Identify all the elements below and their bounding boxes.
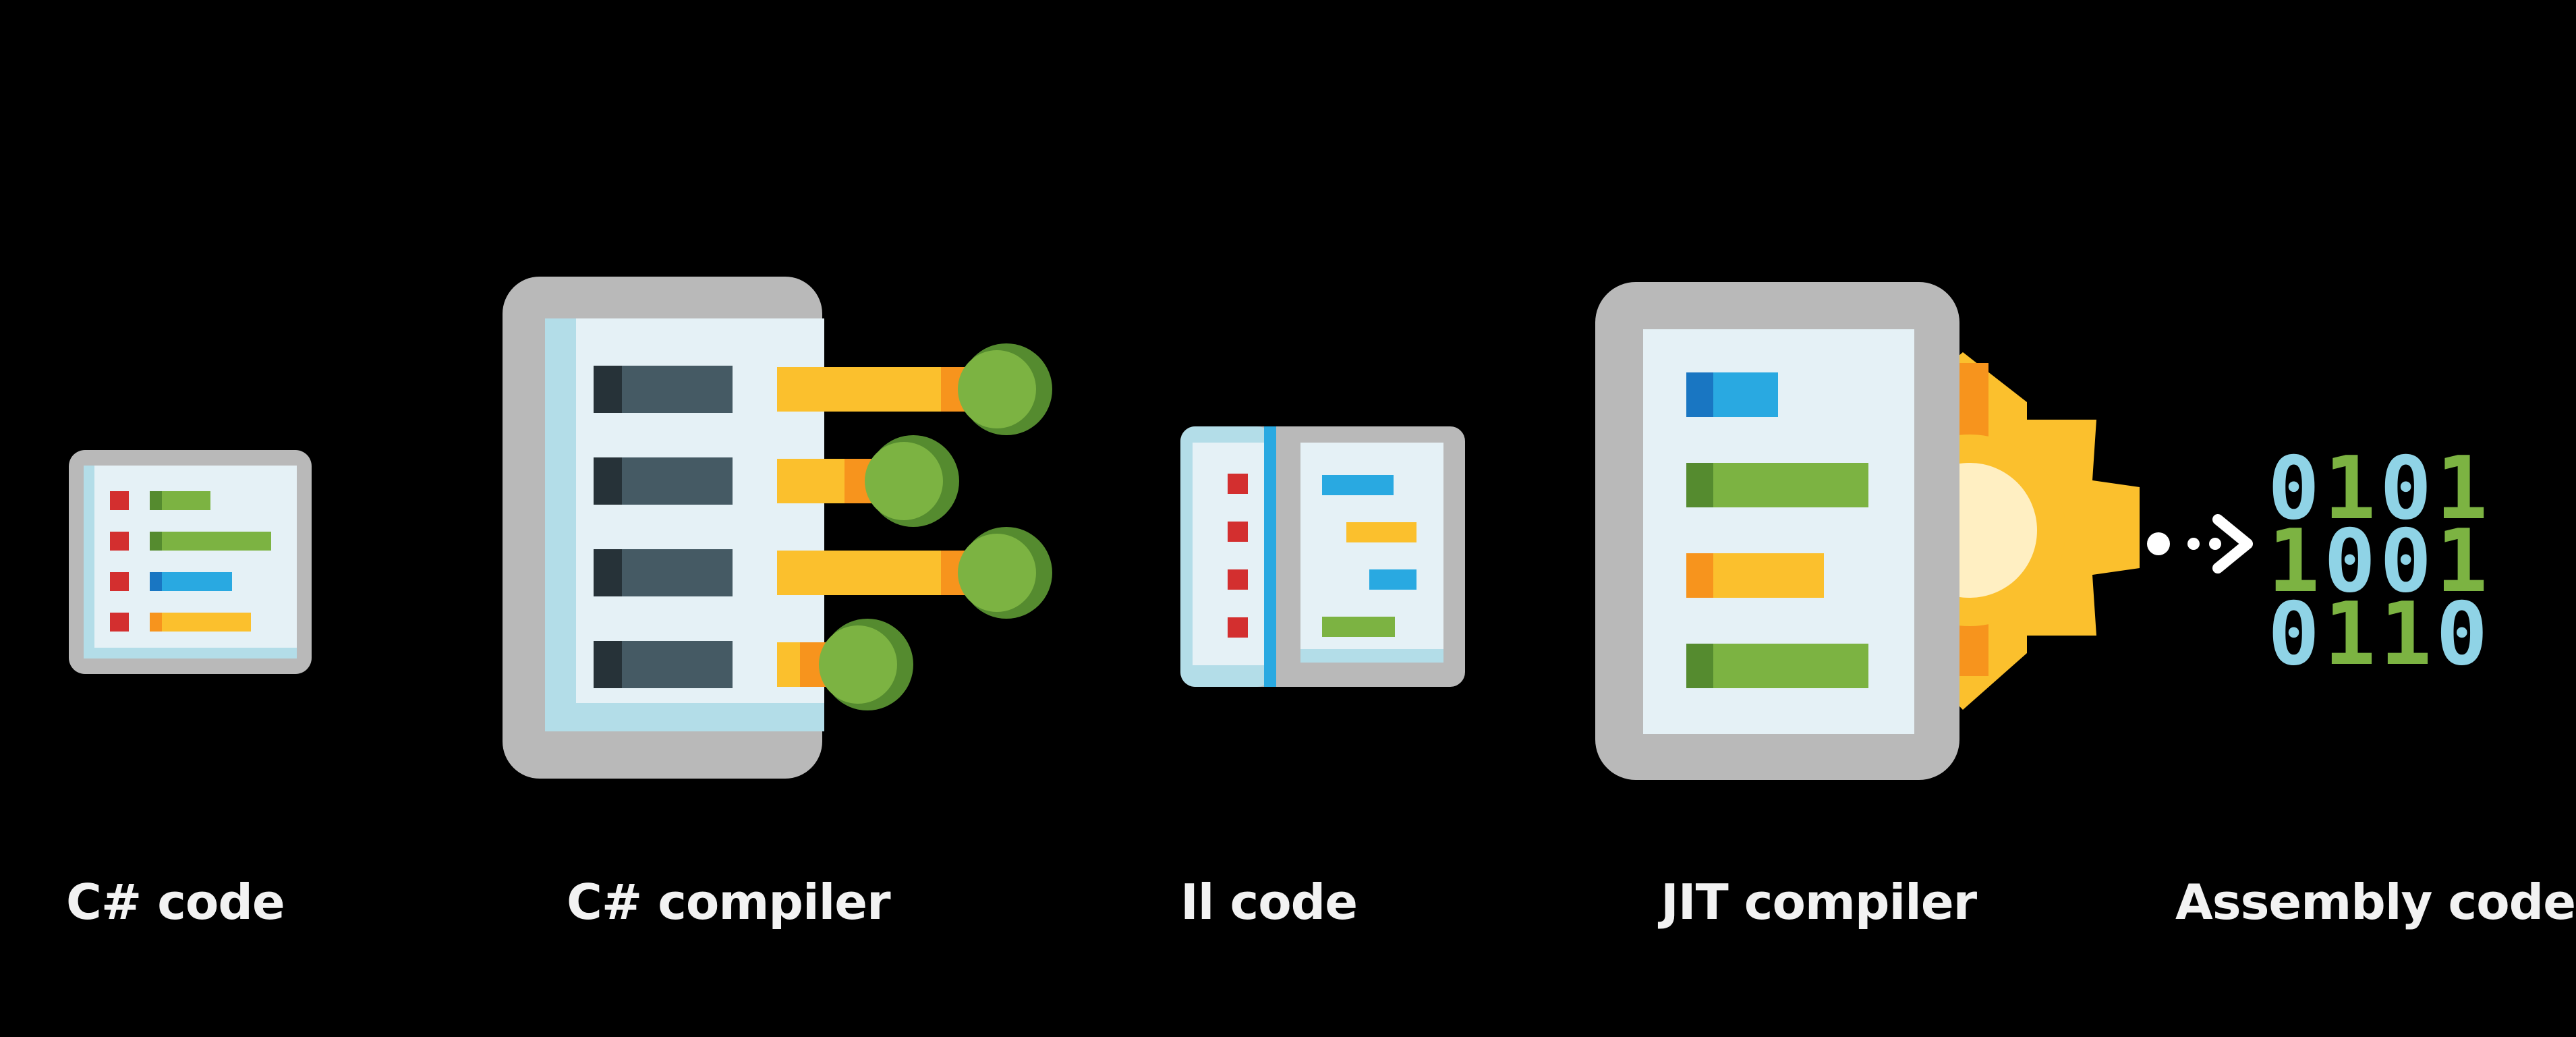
binary-digit: 1 xyxy=(2436,511,2492,612)
assembly-code-label: Assembly code xyxy=(2175,874,2576,930)
jit-compiler-icon xyxy=(1595,282,2140,780)
csharp-code-label: C# code xyxy=(66,874,285,930)
binary-digit: 1 xyxy=(2324,584,2380,685)
binary-digit: 1 xyxy=(2380,584,2436,685)
binary-digit: 0 xyxy=(2268,439,2324,539)
binary-row: 0101 xyxy=(2268,439,2492,539)
il-code-label: Il code xyxy=(1180,874,1358,930)
il-code-icon xyxy=(1180,426,1465,687)
arrow-icon xyxy=(2147,514,2253,573)
binary-digit: 1 xyxy=(2324,439,2380,539)
csharp-compiler-label: C# compiler xyxy=(567,874,891,930)
binary-digit: 1 xyxy=(2436,439,2492,539)
binary-row: 1001 xyxy=(2268,511,2492,612)
csharp-compiler-icon xyxy=(503,277,1052,779)
binary-digit: 0 xyxy=(2436,584,2492,685)
binary-digit: 0 xyxy=(2380,439,2436,539)
binary-row: 0110 xyxy=(2268,584,2492,685)
binary-digit: 0 xyxy=(2380,511,2436,612)
csharp-code-icon xyxy=(69,450,312,674)
binary-digit: 0 xyxy=(2324,511,2380,612)
jit-compiler-label: JIT compiler xyxy=(1661,874,1977,930)
binary-digit: 0 xyxy=(2268,584,2324,685)
assembly-code-icon: 0101 1001 0110 xyxy=(2268,439,2492,685)
binary-digit: 1 xyxy=(2268,511,2324,612)
